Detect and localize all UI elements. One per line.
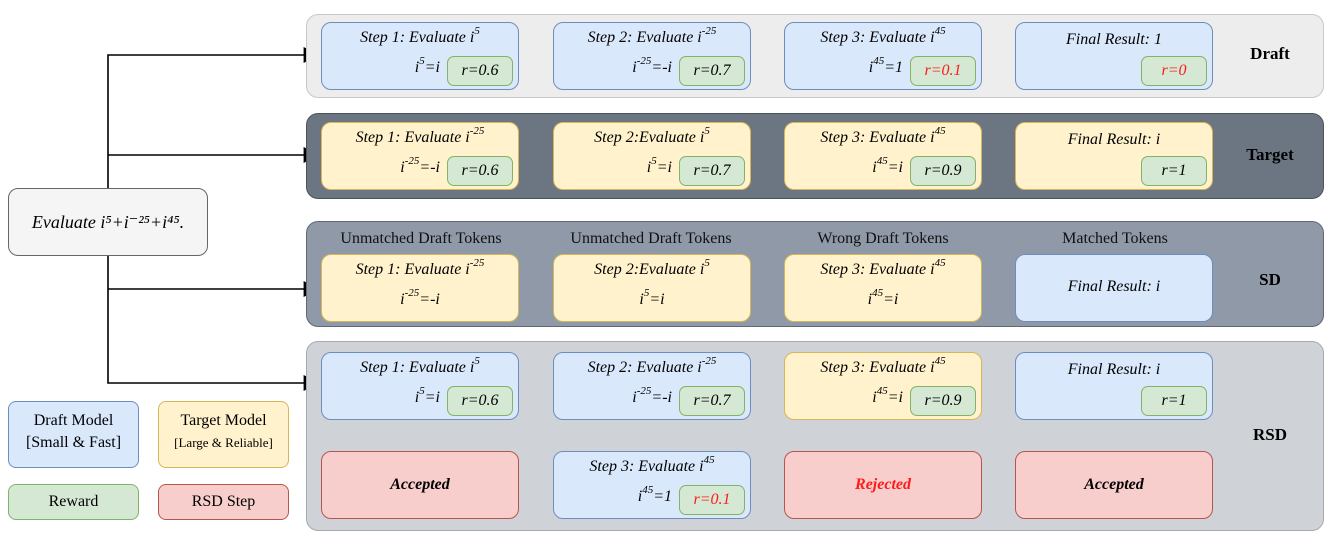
target-final: Final Result: i r=1 <box>1015 122 1213 190</box>
sd-step-3: Step 3: Evaluate i45 i45=i <box>784 254 982 322</box>
reward-badge: r=0.6 <box>447 56 513 86</box>
reward-badge: r=1 <box>1141 156 1207 186</box>
sd-step-1: Step 1: Evaluate i-25 i-25=-i <box>321 254 519 322</box>
draft-step-2: Step 2: Evaluate i-25 i-25=-i r=0.7 <box>553 22 751 90</box>
question-text: Evaluate i⁵+i⁻²⁵+i⁴⁵. <box>31 212 185 232</box>
rsd-step-3-target: Step 3: Evaluate i45 i45=i r=0.9 <box>784 352 982 420</box>
target-label: Target <box>1246 145 1294 164</box>
draft-step-1: Step 1: Evaluate i5 i5=i r=0.6 <box>321 22 519 90</box>
rsd-step-1: Step 1: Evaluate i5 i5=i r=0.6 <box>321 352 519 420</box>
reward-badge: r=0.6 <box>447 386 513 416</box>
draft-final: Final Result: 1 r=0 <box>1015 22 1213 90</box>
target-step-1: Step 1: Evaluate i-25 i-25=-i r=0.6 <box>321 122 519 190</box>
reward-badge: r=0.9 <box>910 156 976 186</box>
rsd-label: RSD <box>1252 425 1287 444</box>
question-box: Evaluate i⁵+i⁻²⁵+i⁴⁵. <box>8 188 208 256</box>
legend-target-model: Target Model [Large & Reliable] <box>158 401 289 468</box>
rsd-accepted-1: Accepted <box>321 451 519 519</box>
draft-step-3: Step 3: Evaluate i45 i45=1 r=0.1 <box>784 22 982 90</box>
reward-badge: r=0.9 <box>910 386 976 416</box>
legend-rsd-step: RSD Step <box>158 484 289 520</box>
sd-caption-2: Unmatched Draft Tokens <box>570 230 732 247</box>
sd-caption-4: Matched Tokens <box>1062 230 1168 247</box>
sd-caption-3: Wrong Draft Tokens <box>817 230 949 247</box>
legend-reward: Reward <box>8 484 139 520</box>
reward-badge: r=0.6 <box>447 156 513 186</box>
reward-badge: r=0.7 <box>679 386 745 416</box>
legend-draft-model: Draft Model [Small & Fast] <box>8 401 139 468</box>
reward-badge: r=1 <box>1141 386 1207 416</box>
sd-step-2: Step 2:Evaluate i5 i5=i <box>553 254 751 322</box>
draft-label: Draft <box>1250 44 1290 63</box>
rsd-step-2: Step 2: Evaluate i-25 i-25=-i r=0.7 <box>553 352 751 420</box>
reward-badge: r=0.1 <box>910 56 976 86</box>
target-step-3: Step 3: Evaluate i45 i45=i r=0.9 <box>784 122 982 190</box>
target-step-2: Step 2:Evaluate i5 i5=i r=0.7 <box>553 122 751 190</box>
sd-caption-1: Unmatched Draft Tokens <box>340 230 502 247</box>
reward-badge: r=0.7 <box>679 156 745 186</box>
rsd-rejected: Rejected <box>784 451 982 519</box>
rsd-accepted-2: Accepted <box>1015 451 1213 519</box>
sd-label: SD <box>1259 270 1281 289</box>
sd-final: Final Result: i <box>1015 254 1213 322</box>
reward-badge: r=0.1 <box>679 485 745 515</box>
rsd-final: Final Result: i r=1 <box>1015 352 1213 420</box>
reward-badge: r=0.7 <box>679 56 745 86</box>
rsd-step-3-draft: Step 3: Evaluate i45 i45=1 r=0.1 <box>553 451 751 519</box>
reward-badge: r=0 <box>1141 56 1207 86</box>
